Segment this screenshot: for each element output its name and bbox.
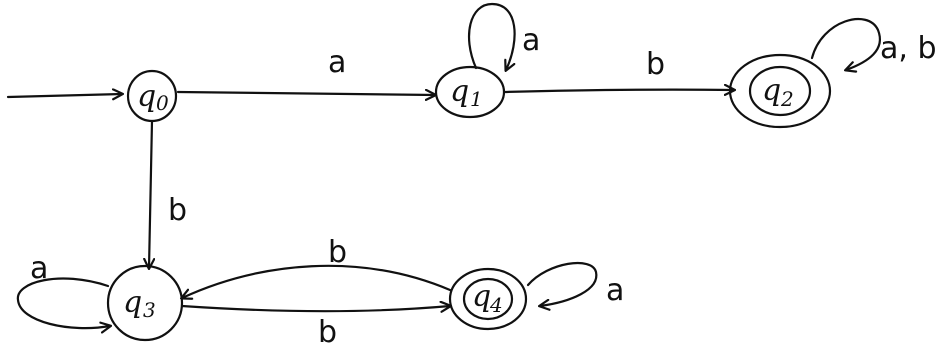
state-q2-label: q [762,73,781,108]
edge-q0-q3 [149,119,152,268]
edge-q0-q1 [176,92,435,95]
state-q0: q 0 [126,69,178,123]
edge-q1-self-label: a [522,23,540,58]
edge-q2-self [810,18,881,70]
edge-q2-self-label: a, b [880,31,937,66]
edge-q4-self-label: a [606,273,624,308]
state-q1-label: q [450,74,469,109]
state-q1: q 1 [434,65,506,119]
state-q4: q 4 [448,267,528,331]
edge-q3-self-label: a [30,251,48,286]
edge-q3-q4-label: b [318,315,337,346]
state-q2-inner-circle [748,65,812,117]
state-q4-outer-circle [448,267,528,331]
edge-q0-q1-label: a [328,45,346,80]
edge-q0-q3-label: b [168,193,187,228]
edge-q3-q4 [180,306,450,311]
edge-q1-q2-label: b [646,47,665,82]
state-q0-subscript: 0 [156,91,169,115]
state-q2: q 2 [728,53,832,129]
state-q3-subscript: 3 [143,298,156,322]
state-q0-label: q [137,79,156,114]
state-q4-inner-circle [462,277,514,321]
edge-q4-self [526,261,598,306]
start-arrow [6,94,122,97]
edge-q1-q2 [502,90,734,92]
state-q2-subscript: 2 [780,87,794,111]
state-q3-label: q [123,285,142,320]
state-q4-label: q [472,279,491,314]
state-q3: q 3 [106,264,184,342]
state-q1-subscript: 1 [470,87,483,111]
edge-q4-q3-label: b [328,235,347,270]
edge-q1-self [468,2,516,70]
edge-q4-q3 [182,264,452,298]
edge-q3-self [16,277,110,329]
state-q4-subscript: 4 [489,293,503,317]
